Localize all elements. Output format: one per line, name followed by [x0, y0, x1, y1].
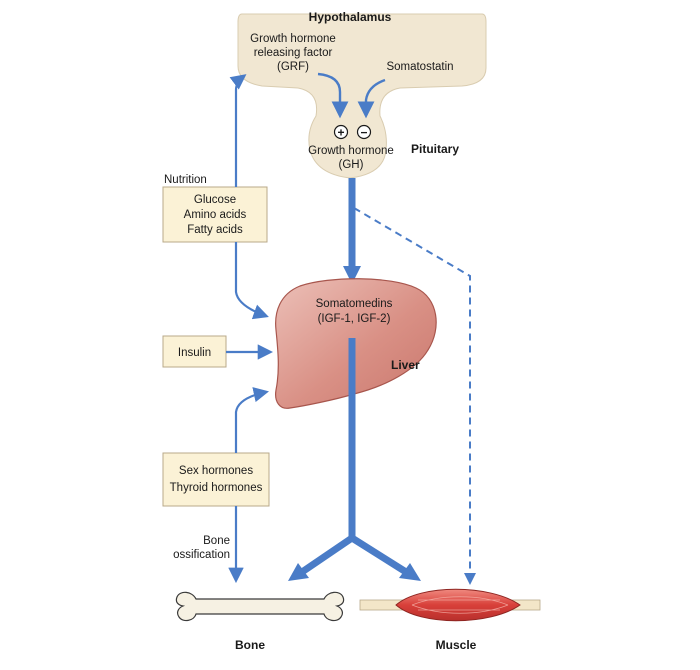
gh-label-line2: (GH): [339, 159, 364, 171]
somatostatin-arrow: [357, 78, 386, 119]
gh-to-muscle-dashed-arrow: [353, 207, 471, 574]
bone-icon: [175, 591, 345, 622]
grf-arrow: [317, 72, 349, 119]
insulin-label: Insulin: [178, 347, 211, 359]
muscle-fibers: [411, 596, 509, 614]
bone-ossification-label-line1: Bone: [203, 535, 230, 547]
plus-sign: +: [337, 126, 344, 140]
gh-to-muscle-dashed-head: [464, 573, 476, 585]
muscle-label: Muscle: [436, 638, 477, 652]
split-to-bone-shaft: [300, 535, 354, 575]
hypothalamus-label: Hypothalamus: [309, 10, 392, 24]
sex-hormones-label: Sex hormones: [179, 465, 253, 477]
somatomedins-label-line2: (IGF-1, IGF-2): [318, 313, 391, 325]
minus-sign: −: [360, 126, 367, 140]
stimulate-plus-icon: [333, 124, 349, 140]
nutrition-to-hypothalamus-arrow: [229, 74, 247, 187]
gh-label-line1: Growth hormone: [308, 145, 394, 157]
grf-label-line2: releasing factor: [254, 47, 333, 59]
somatomedins-label-line1: Somatomedins: [316, 298, 393, 310]
thyroid-hormones-label: Thyroid hormones: [170, 482, 263, 494]
liver-shape: [275, 278, 437, 409]
gh-to-liver-head: [343, 266, 361, 284]
grf-label-line3: (GRF): [277, 61, 309, 73]
muscle-icon: [395, 588, 521, 622]
sex-thyroid-hormones-box: [162, 452, 270, 507]
pituitary-label: Pituitary: [411, 142, 459, 156]
insulin-box: [162, 335, 227, 368]
fatty-acids-label: Fatty acids: [187, 224, 243, 236]
nutrition-to-liver-arrow: [234, 242, 269, 320]
bone-ossification-label-line2: ossification: [173, 549, 230, 561]
amino-acids-label: Amino acids: [184, 209, 247, 221]
split-to-muscle-shaft: [350, 535, 408, 575]
inhibit-minus-icon: [356, 124, 372, 140]
liver-label: Liver: [391, 358, 420, 372]
nutrition-label: Nutrition: [164, 174, 207, 186]
somatostatin-label: Somatostatin: [386, 61, 453, 73]
nutrition-box: [162, 186, 268, 243]
bone-label: Bone: [235, 638, 265, 652]
split-to-bone-head: [288, 563, 309, 581]
hypothalamus-pituitary-shape: [237, 13, 487, 179]
split-to-muscle-head: [399, 563, 421, 581]
glucose-label: Glucose: [194, 194, 236, 206]
grf-label-line1: Growth hormone: [250, 33, 336, 45]
hormones-to-liver-arrow: [234, 387, 270, 453]
